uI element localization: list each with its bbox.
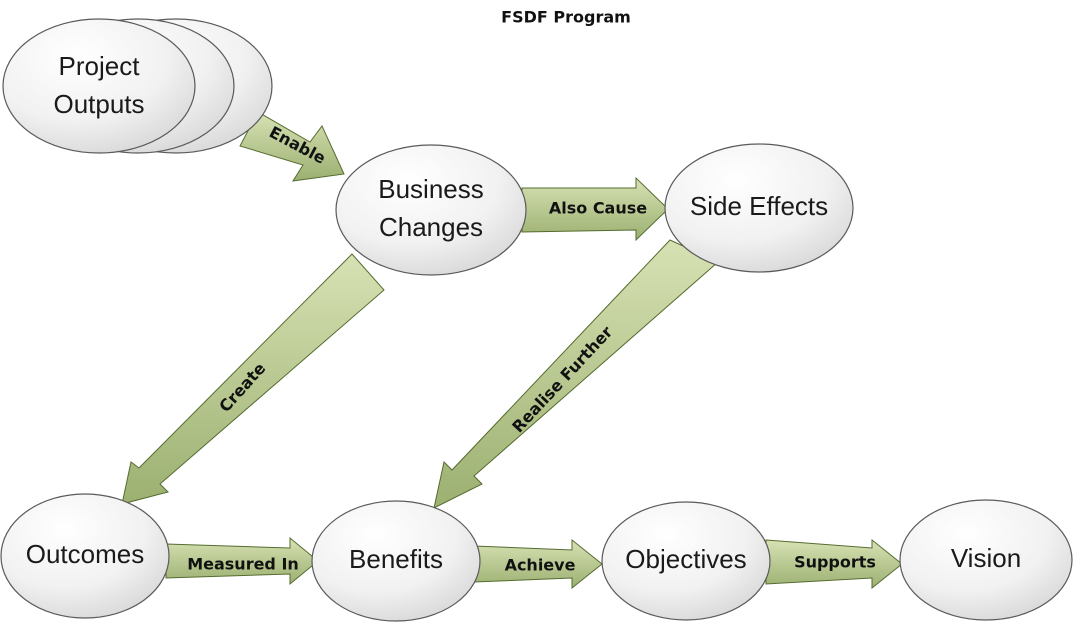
arrow-label-also-cause: Also Cause [549,199,647,218]
node-business-changes-line2: Changes [379,212,483,242]
node-vision: Vision [899,499,1073,621]
diagram-title: FSDF Program [501,8,631,27]
node-vision-label: Vision [951,543,1021,573]
node-side-effects-label: Side Effects [690,191,828,221]
arrow-label-measured-in: Measured In [187,555,299,574]
node-side-effects: Side Effects [664,143,854,273]
node-benefits: Benefits [311,500,481,622]
node-business-changes: Business Changes [335,144,527,276]
arrow-achieve: Achieve [473,538,603,590]
node-business-changes-line1: Business [378,174,484,204]
arrow-label-supports: Supports [794,553,876,572]
node-outcomes: Outcomes [0,493,170,619]
arrow-measured-in: Measured In [165,536,319,586]
arrow-realise-further: Realise Further [433,239,719,509]
arrow-label-realise-further: Realise Further [508,322,616,436]
node-project-outputs-line1: Project [59,51,141,81]
node-outcomes-label: Outcomes [26,539,145,569]
node-project-outputs: Project Outputs [2,18,273,154]
node-objectives: Objectives [601,501,771,621]
arrow-also-cause: Also Cause [521,176,669,242]
arrow-create: Create [121,253,385,505]
node-project-outputs-line2: Outputs [53,89,144,119]
node-objectives-label: Objectives [625,544,746,574]
arrow-label-achieve: Achieve [505,556,576,575]
arrow-supports: Supports [765,538,903,590]
node-benefits-label: Benefits [349,544,443,574]
